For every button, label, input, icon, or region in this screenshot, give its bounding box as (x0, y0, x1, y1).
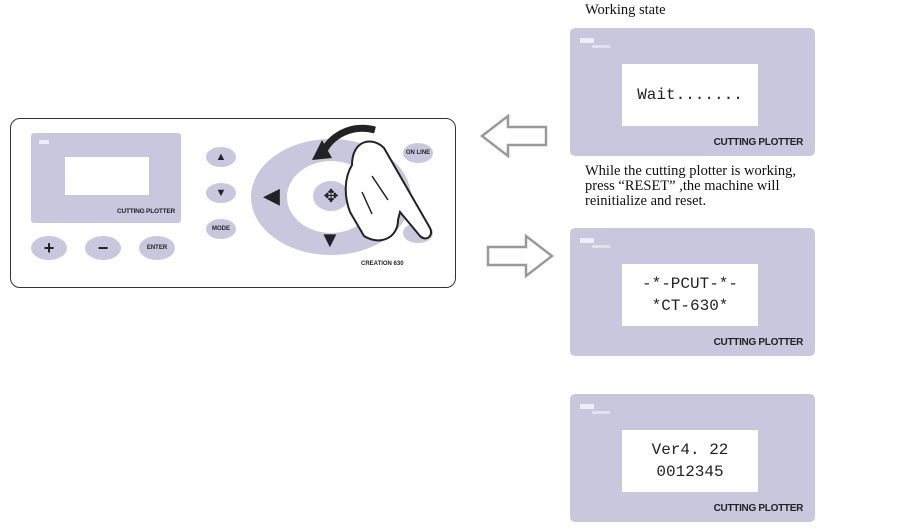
caption-reset-line-1: While the cutting plotter is working, (585, 163, 797, 179)
screen-lcd: Ver4. 22 0012345 (622, 430, 758, 492)
minus-button[interactable]: − (85, 236, 121, 260)
enter-button-label: ENTER (146, 245, 168, 251)
screen-brand: CUTTING PLOTTER (713, 337, 804, 348)
screen-tag-small (592, 411, 610, 414)
online-button[interactable]: ON LINE (403, 143, 433, 163)
right-arrow-icon (486, 233, 554, 279)
screen-tag-small (592, 245, 610, 248)
mode-button[interactable]: MODE (206, 219, 236, 239)
caption-reset-line-3: reinitialize and reset. (585, 193, 707, 209)
left-arrow-icon (480, 113, 548, 159)
screen-working: Wait....... CUTTING PLOTTER (570, 28, 815, 156)
panel-lcd (65, 157, 149, 195)
minus-icon: − (97, 237, 109, 258)
up-arrow-icon: ▲ (215, 151, 227, 163)
up-button[interactable]: ▲ (206, 147, 236, 167)
online-button-label: ON LINE (405, 150, 431, 156)
screen-brand: CUTTING PLOTTER (713, 137, 804, 148)
caption-reset-line-2: press “RESET” ,the machine will (585, 178, 780, 194)
screen-lcd: Wait....... (622, 64, 758, 126)
panel-brand: CUTTING PLOTTER (116, 208, 175, 215)
lcd-line: *CT-630* (651, 297, 729, 315)
caption-working-state: Working state (585, 2, 666, 18)
screen-tag (580, 238, 594, 243)
down-button[interactable]: ▼ (206, 183, 236, 203)
screen-brand: CUTTING PLOTTER (713, 503, 804, 514)
lcd-line: 0012345 (656, 463, 724, 481)
display-tag (39, 140, 49, 144)
down-arrow-icon: ▼ (215, 187, 227, 199)
screen-tag (580, 38, 594, 43)
plus-button[interactable]: + (31, 236, 67, 260)
screen-version: Ver4. 22 0012345 CUTTING PLOTTER (570, 394, 815, 522)
model-label: CREATION 630 (361, 261, 404, 267)
lcd-line: Wait....... (637, 86, 743, 104)
lcd-line: Ver4. 22 (651, 441, 729, 459)
lcd-line: -*-PCUT-*- (641, 275, 738, 293)
enter-button[interactable]: ENTER (139, 236, 175, 260)
left-button[interactable]: ◀ (263, 183, 280, 208)
mode-button-label: MODE (212, 226, 230, 232)
plus-icon: + (43, 237, 55, 258)
down-pad-button[interactable]: ▼ (319, 227, 341, 252)
screen-reset: -*-PCUT-*- *CT-630* CUTTING PLOTTER (570, 228, 815, 356)
screen-lcd: -*-PCUT-*- *CT-630* (622, 264, 758, 326)
screen-tag (580, 404, 594, 409)
origin-button[interactable]: ✥ (313, 181, 349, 211)
panel-display: CUTTING PLOTTER (31, 133, 181, 223)
crosshair-icon: ✥ (323, 185, 339, 206)
screen-tag-small (592, 45, 610, 48)
